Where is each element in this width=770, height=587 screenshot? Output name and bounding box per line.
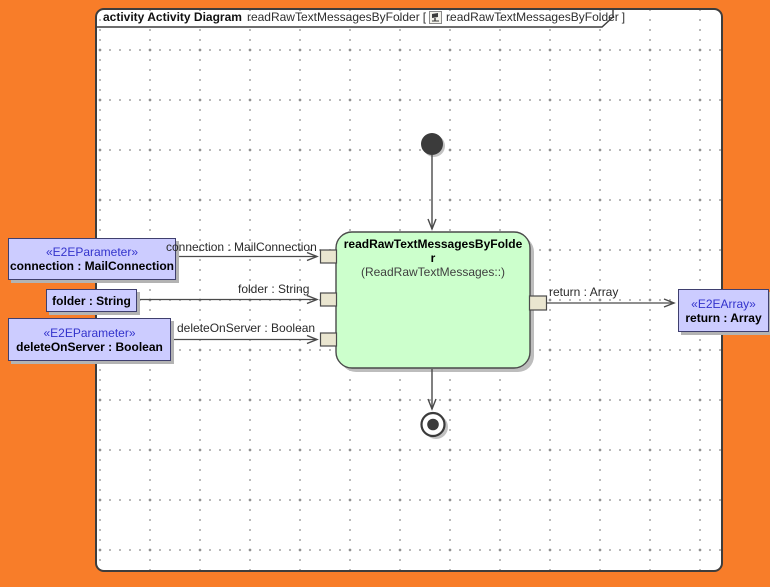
initial-node[interactable]	[421, 133, 443, 155]
frame-label-border	[96, 9, 614, 28]
flow-label-deleteonserver[interactable]: deleteOnServer : Boolean	[177, 321, 316, 335]
input-pin-connection[interactable]	[319, 249, 338, 264]
frame-title-bracket-open: [	[422, 10, 427, 24]
stereotype-label: «E2EParameter»	[45, 245, 139, 259]
activity-diagram-icon	[429, 10, 443, 24]
parameter-node-connection[interactable]: «E2EParameter» connection : MailConnecti…	[8, 238, 176, 280]
frame-title-name: readRawTextMessagesByFolder	[246, 10, 420, 24]
input-pin-deleteonserver[interactable]	[319, 332, 338, 347]
parameter-name: folder : String	[52, 293, 131, 308]
activity-qualifier: (ReadRawTextMessages::)	[360, 265, 506, 279]
final-node-dot	[427, 418, 439, 431]
parameter-name: deleteOnServer : Boolean	[16, 339, 163, 354]
activity-node-text: readRawTextMessagesByFolder (ReadRawText…	[338, 237, 528, 280]
frame-title-context: readRawTextMessagesByFolder	[446, 10, 619, 24]
parameter-name: connection : MailConnection	[10, 259, 174, 273]
activity-name: readRawTextMessagesByFolder	[343, 237, 523, 265]
parameter-node-folder[interactable]: folder : String	[46, 289, 137, 312]
result-node-return[interactable]: «E2EArray» return : Array	[678, 289, 769, 332]
flow-label-return[interactable]: return : Array	[549, 285, 619, 299]
input-pin-folder[interactable]	[319, 292, 338, 307]
frame-title-bracket-close: ]	[621, 10, 626, 24]
flow-label-connection[interactable]: connection : MailConnection	[166, 240, 317, 254]
frame-title: activity Activity Diagram readRawTextMess…	[103, 10, 625, 25]
output-pin-return[interactable]	[528, 295, 548, 311]
frame-title-kind: activity Activity Diagram	[103, 10, 242, 24]
result-name: return : Array	[685, 310, 762, 325]
stereotype-label: «E2EArray»	[691, 296, 756, 311]
flow-label-folder[interactable]: folder : String	[238, 282, 310, 296]
parameter-node-deleteonserver[interactable]: «E2EParameter» deleteOnServer : Boolean	[8, 318, 171, 361]
stereotype-label: «E2EParameter»	[43, 325, 136, 340]
